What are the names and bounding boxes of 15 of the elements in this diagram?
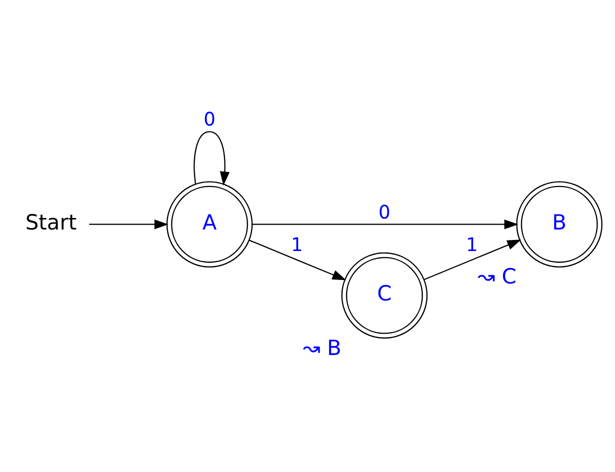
edge-label: 0 bbox=[204, 110, 216, 131]
arrow bbox=[249, 240, 346, 280]
arrow bbox=[194, 131, 230, 186]
edge-label: 1 bbox=[291, 234, 303, 256]
arrow bbox=[424, 240, 522, 280]
edge-label: 1 bbox=[466, 234, 478, 256]
node-label: ↝ C bbox=[478, 264, 516, 289]
node-circle: C bbox=[341, 252, 428, 339]
edge-label: 0 bbox=[378, 202, 390, 224]
arrow bbox=[89, 219, 168, 230]
node-text: Start bbox=[25, 210, 77, 234]
node-label: ↝ B bbox=[302, 336, 342, 360]
node-circle: B bbox=[516, 181, 602, 268]
node-circle: A bbox=[166, 181, 253, 268]
arrow bbox=[252, 219, 518, 230]
